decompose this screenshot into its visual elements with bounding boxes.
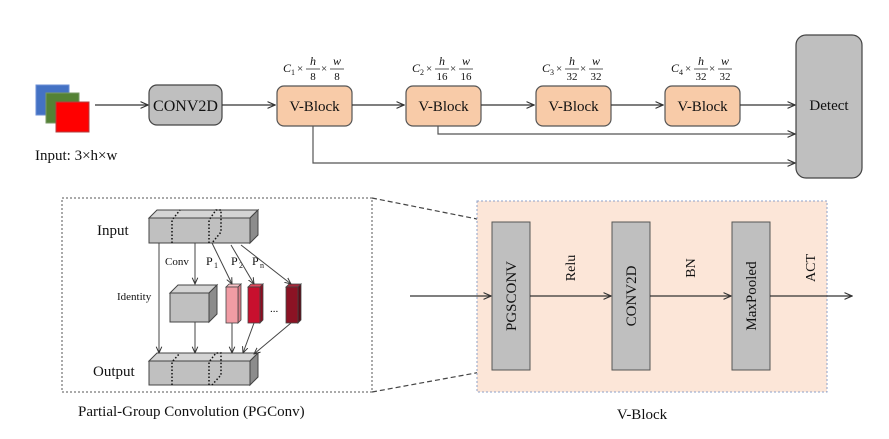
svg-text:2: 2 bbox=[239, 261, 243, 270]
block-label: PGSCONV bbox=[504, 261, 520, 331]
svg-text:h: h bbox=[310, 54, 316, 68]
arrow-pn bbox=[240, 244, 291, 284]
svg-text:1: 1 bbox=[291, 68, 295, 77]
svg-text:w: w bbox=[592, 54, 600, 68]
svg-text:×: × bbox=[450, 63, 456, 75]
zoom-connector-top bbox=[371, 197, 493, 223]
svg-text:C: C bbox=[412, 61, 421, 75]
conv2d-block: CONV2D bbox=[148, 84, 223, 126]
svg-text:P: P bbox=[206, 254, 213, 268]
pgconv-output-label: Output bbox=[93, 364, 136, 380]
pgconv-caption: Partial-Group Convolution (PGConv) bbox=[78, 404, 305, 420]
svg-text:P: P bbox=[231, 254, 238, 268]
vblock-detail-pgsconv-block: PGSCONV bbox=[491, 221, 531, 371]
skip-vblock1-to-detect bbox=[312, 126, 795, 163]
svg-text:C: C bbox=[542, 61, 551, 75]
detect-block: Detect bbox=[795, 34, 863, 179]
svg-text:8: 8 bbox=[334, 71, 340, 83]
vblock-detail-conv2d-block: CONV2D bbox=[611, 221, 651, 371]
svg-text:8: 8 bbox=[310, 71, 316, 83]
conv2d-label: CONV2D bbox=[153, 98, 218, 115]
svg-text:4: 4 bbox=[679, 68, 683, 77]
svg-text:×: × bbox=[556, 63, 562, 75]
edge-label-bn: BN bbox=[684, 258, 699, 277]
detect-label: Detect bbox=[809, 98, 849, 114]
p1-label: P 1 bbox=[206, 254, 218, 270]
input-size-label: Input: 3×h×w bbox=[35, 148, 117, 164]
svg-text:×: × bbox=[709, 63, 715, 75]
pn-label: P n bbox=[252, 254, 264, 270]
svg-text:C: C bbox=[671, 61, 680, 75]
svg-text:2: 2 bbox=[420, 68, 424, 77]
arrow-p2-out bbox=[243, 322, 255, 353]
svg-text:w: w bbox=[721, 54, 729, 68]
svg-text:3: 3 bbox=[550, 68, 554, 77]
edge-label-act: ACT bbox=[804, 254, 819, 282]
input-tensor bbox=[147, 208, 260, 245]
conv-cube bbox=[168, 283, 219, 324]
svg-text:32: 32 bbox=[696, 71, 707, 83]
vblock-label: V-Block bbox=[548, 99, 599, 115]
svg-text:w: w bbox=[462, 54, 470, 68]
arrow-p1 bbox=[211, 242, 232, 284]
vblock-caption: V-Block bbox=[617, 407, 668, 423]
arrow-pn-out bbox=[254, 322, 292, 354]
block-label: MaxPooled bbox=[744, 261, 760, 331]
zoom-connector-bottom bbox=[371, 369, 493, 393]
svg-text:16: 16 bbox=[461, 71, 473, 83]
input-channel-red bbox=[55, 101, 90, 133]
svg-text:16: 16 bbox=[437, 71, 449, 83]
svg-text:32: 32 bbox=[567, 71, 578, 83]
skip-vblock2-to-detect bbox=[437, 126, 795, 134]
vblock-label: V-Block bbox=[418, 99, 469, 115]
svg-text:P: P bbox=[252, 254, 259, 268]
svg-text:1: 1 bbox=[214, 261, 218, 270]
pgconv-input-label: Input bbox=[97, 223, 129, 239]
identity-label: Identity bbox=[117, 291, 152, 303]
edge-label-relu: Relu bbox=[564, 255, 579, 281]
input-image-stack bbox=[35, 84, 90, 133]
p2-label: P 2 bbox=[231, 254, 243, 270]
svg-text:h: h bbox=[698, 54, 704, 68]
svg-text:×: × bbox=[685, 63, 691, 75]
ellipsis: ... bbox=[270, 303, 279, 315]
svg-text:C: C bbox=[283, 61, 292, 75]
svg-text:×: × bbox=[297, 63, 303, 75]
svg-text:32: 32 bbox=[720, 71, 731, 83]
conv-label: Conv bbox=[165, 256, 189, 268]
svg-text:h: h bbox=[439, 54, 445, 68]
output-tensor bbox=[147, 351, 260, 387]
svg-text:×: × bbox=[580, 63, 586, 75]
svg-text:n: n bbox=[260, 261, 264, 270]
vblock-label: V-Block bbox=[677, 99, 728, 115]
svg-text:32: 32 bbox=[591, 71, 602, 83]
partial-group-p2 bbox=[247, 283, 264, 324]
partial-group-p1 bbox=[225, 283, 242, 324]
svg-text:×: × bbox=[426, 63, 432, 75]
block-label: CONV2D bbox=[624, 265, 640, 326]
svg-text:h: h bbox=[569, 54, 575, 68]
partial-group-pn bbox=[285, 283, 302, 324]
vblock-label: V-Block bbox=[289, 99, 340, 115]
vblock-detail-maxpooled-block: MaxPooled bbox=[731, 221, 771, 371]
svg-text:w: w bbox=[333, 54, 341, 68]
arrow-p2 bbox=[230, 244, 254, 284]
svg-text:×: × bbox=[321, 63, 327, 75]
